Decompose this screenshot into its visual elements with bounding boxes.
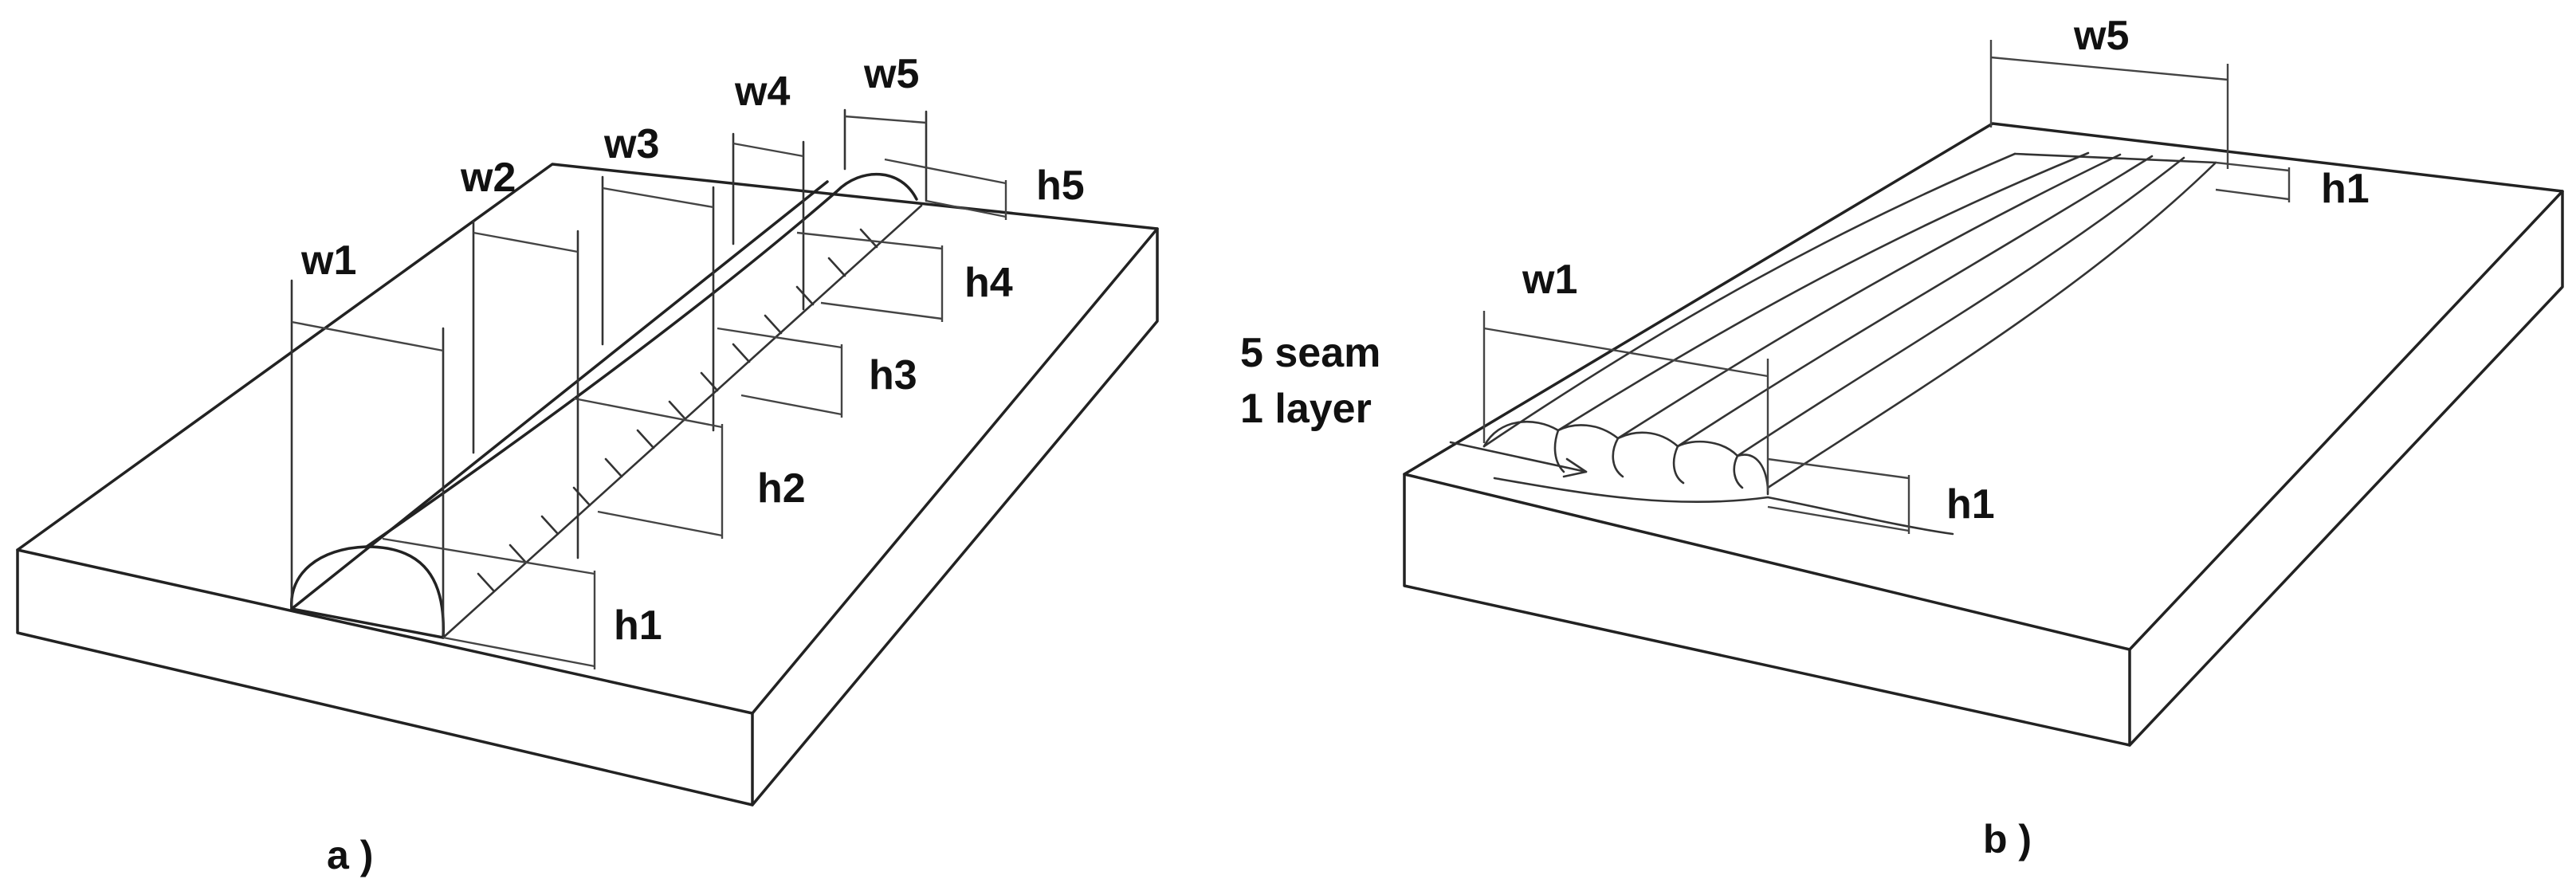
panel-a-height-dimensions [382,158,1007,669]
panel-b-label-h1-top: h1 [2321,166,2370,212]
panel-a-label-h3: h3 [869,352,917,398]
panel-a-label-h1: h1 [614,602,662,649]
panel-a-seam-ticks [477,228,878,593]
panel-b-seam-lines [1482,151,2217,536]
panel-b-caption: b ) [1983,817,2032,861]
panel-a-label-h4: h4 [964,260,1013,306]
panel-b-note-line2: 1 layer [1240,386,1372,432]
panel-b-drawing: w5 h1 w1 h1 5 seam 1 layer b ) [1240,13,2564,861]
panel-a-label-h2: h2 [757,465,806,512]
panel-b-plate-front [1403,473,2131,747]
panel-b-note-arrow [1449,441,1588,473]
panel-b-seams-cross-section [1482,420,1769,496]
panel-a-extension-lines [290,108,928,636]
panel-a-label-w5: w5 [863,51,919,97]
panel-b-seam-dividers [1553,429,1744,489]
panel-a-label-w1: w1 [300,237,356,284]
panel-a-bead-back-edge [290,180,829,610]
panel-a-label-w4: w4 [734,69,790,115]
panel-a-label-w2: w2 [460,155,516,201]
panel-a-plate-top [16,163,1159,715]
panel-a-bead-crest [365,173,918,548]
panel-a-width-dimensions [291,115,927,352]
panel-a-bead-toe [442,204,923,639]
panel-a-drawing: w1 w2 w3 w4 w5 h1 h2 h3 h4 h5 a ) [16,51,1159,877]
panel-b-label-w5: w5 [2073,13,2129,59]
panel-b-note-line1: 5 seam [1240,330,1380,376]
panel-b-label-h1-front: h1 [1946,481,1995,528]
panel-b-label-w1: w1 [1522,257,1577,303]
panel-a-label-h5: h5 [1036,163,1085,209]
panel-b-dimensions [1482,40,2291,534]
panel-b-plate-side [2128,190,2564,747]
panel-a-label-w3: w3 [603,121,659,167]
panel-a-bead-base [290,607,445,639]
panel-b-note-arrowhead [1562,457,1588,478]
panel-a-plate-side [751,227,1159,807]
panel-b-plate-top [1403,122,2564,651]
panel-a-caption: a ) [327,833,373,877]
panel-a-plate-front [16,548,754,807]
